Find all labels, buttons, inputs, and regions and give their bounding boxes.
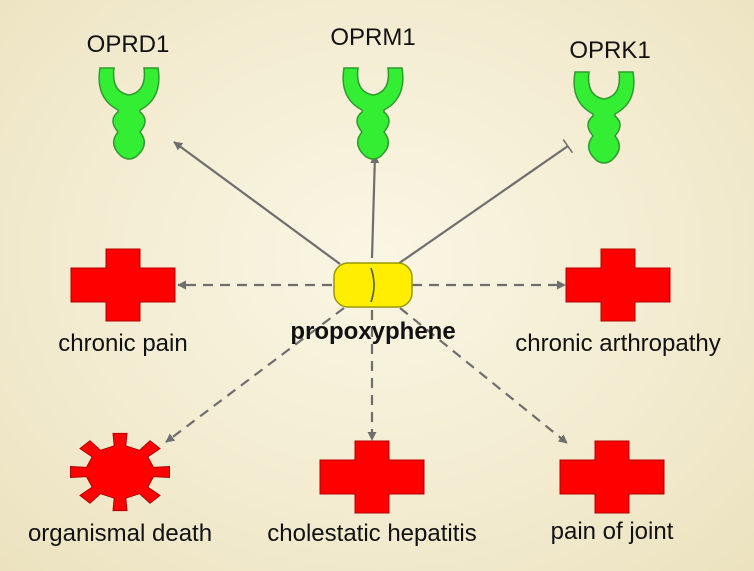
receptor-label-oprd1: OPRD1 [86, 31, 170, 58]
disease-label-organismal-death: organismal death [27, 520, 213, 547]
disease-organismal-death-icon [70, 432, 170, 512]
receptor-oprk1-icon [573, 71, 635, 164]
edge-propoxyphene-pain-of-joint [399, 307, 568, 444]
edge-propoxyphene-oprm1 [370, 154, 380, 259]
disease-label-cholestatic-hepatitis: cholestatic hepatitis [267, 520, 477, 547]
drug-propoxyphene-icon [333, 262, 413, 308]
drug-label: propoxyphene [290, 318, 456, 345]
receptor-oprm1-icon [342, 67, 404, 160]
receptor-oprd1-icon [98, 67, 160, 160]
disease-label-pain-of-joint: pain of joint [550, 518, 674, 545]
edge-propoxyphene-oprd1 [173, 141, 341, 265]
disease-label-chronic-pain: chronic pain [58, 330, 188, 357]
disease-cholestatic-hepatitis-icon [319, 440, 425, 514]
disease-pain-of-joint-icon [559, 440, 665, 514]
edge-propoxyphene-oprk1 [397, 139, 574, 265]
edges [165, 139, 574, 444]
edge-propoxyphene-organismal-death [165, 307, 345, 443]
disease-label-chronic-arthropathy: chronic arthropathy [515, 330, 721, 357]
receptor-label-oprm1: OPRM1 [330, 24, 416, 51]
disease-chronic-arthropathy-icon [565, 248, 671, 322]
disease-chronic-pain-icon [70, 248, 176, 322]
receptor-label-oprk1: OPRK1 [569, 37, 651, 64]
